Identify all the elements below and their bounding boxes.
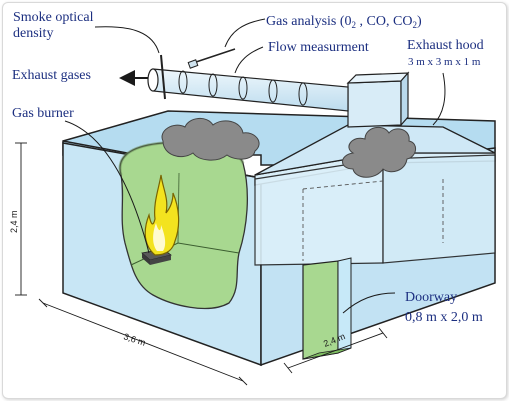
dimension-length-label: 3,6 m xyxy=(122,331,147,347)
exhaust-duct xyxy=(147,48,349,112)
doorway-size: 0,8 m x 2,0 m xyxy=(405,310,483,325)
doorway-label: Doorway xyxy=(405,290,457,305)
smoke-density-label-line2: density xyxy=(13,26,53,41)
smoke-density-label-line1: Smoke optical xyxy=(13,10,94,25)
exhaust-hood-size: 3 m x 3 m x 1 m xyxy=(408,56,481,68)
doorway xyxy=(302,257,352,360)
smoke-cloud-room xyxy=(161,118,260,161)
dimension-lines xyxy=(15,142,388,386)
dimension-height-label: 2,4 m xyxy=(9,210,19,233)
gas-analysis-label: Gas analysis (02 , CO, CO2) xyxy=(266,14,422,30)
flow-measurement-label: Flow measurment xyxy=(268,40,369,55)
hood-riser xyxy=(347,80,402,128)
room-fire-test-diagram: Smoke optical density Exhaust gases Gas … xyxy=(9,10,496,386)
smoke-cloud-hood xyxy=(342,126,416,178)
leader-lines xyxy=(64,18,446,314)
exhaust-hood-label: Exhaust hood xyxy=(407,38,484,53)
gas-burner-label: Gas burner xyxy=(12,106,74,121)
exhaust-gases-label: Exhaust gases xyxy=(12,68,91,83)
flame xyxy=(144,174,180,256)
